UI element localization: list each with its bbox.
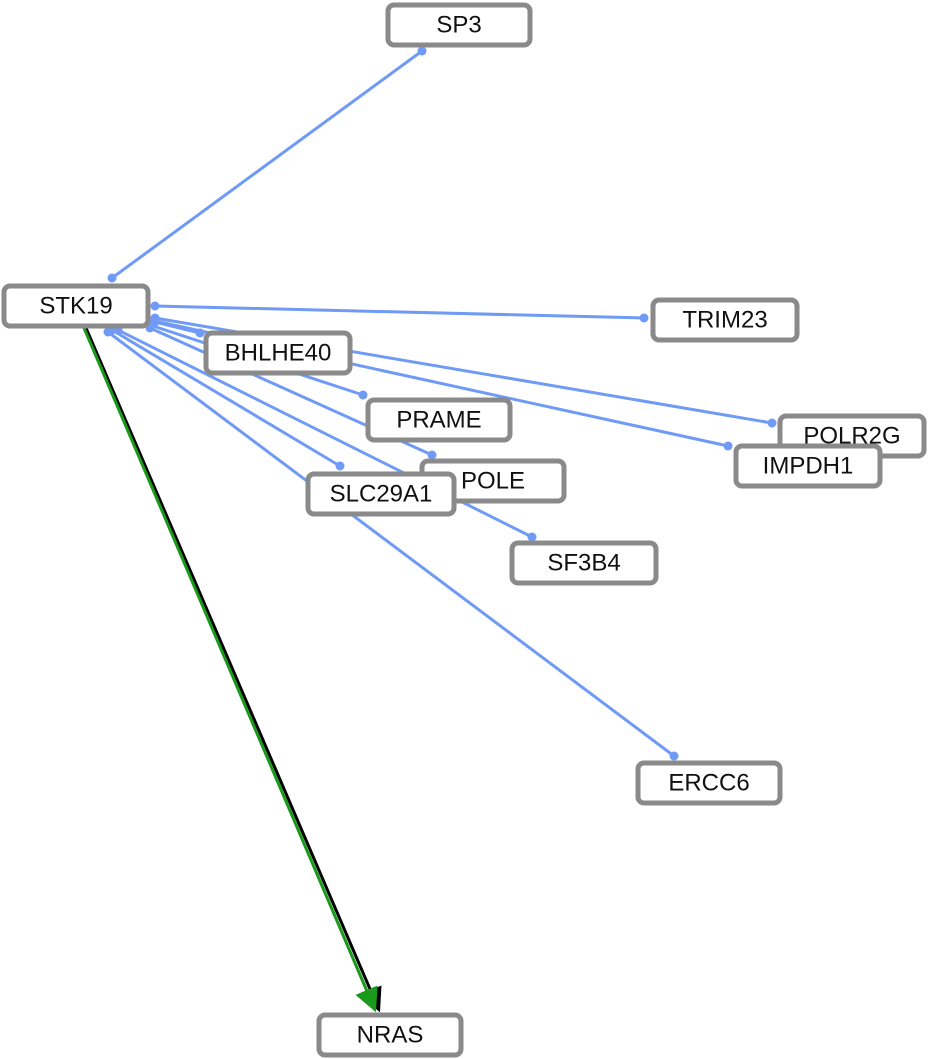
node-box (316, 1012, 464, 1058)
edge-endpoint-target-sf3b4 (527, 532, 537, 542)
node-ercc6[interactable]: ERCC6 (635, 760, 783, 806)
node-box (365, 397, 513, 443)
node-prame[interactable]: PRAME (365, 397, 513, 443)
edge-endpoint-target-ercc6 (669, 751, 679, 761)
edge-endpoint-target-pole (427, 450, 437, 460)
edge-endpoint-target-trim23 (639, 313, 649, 323)
node-box (1, 283, 151, 329)
node-label: ERCC6 (668, 769, 749, 796)
node-nras[interactable]: NRAS (316, 1012, 464, 1058)
node-label: NRAS (357, 1021, 424, 1048)
edge-layer (82, 46, 777, 1013)
edge-stk19-nras-black (84, 327, 382, 1013)
edge-endpoint-target-sp3 (417, 46, 427, 56)
edge-stk19-slc29a1 (111, 328, 341, 468)
edge-endpoint-target-impdh1 (723, 441, 733, 451)
node-box (650, 297, 800, 343)
edge-endpoint-source-sp3 (107, 273, 117, 283)
node-label: POLE (461, 467, 525, 494)
node-box (733, 443, 883, 489)
node-bhlhe40[interactable]: BHLHE40 (203, 330, 353, 376)
node-pole[interactable]: POLE (419, 458, 567, 504)
node-impdh1[interactable]: IMPDH1 (733, 443, 883, 489)
node-label: IMPDH1 (763, 452, 854, 479)
node-label: STK19 (39, 292, 112, 319)
edge-endpoint-target-slc29a1 (335, 461, 345, 471)
node-label: SP3 (436, 11, 481, 38)
node-label: PRAME (396, 406, 481, 433)
node-sf3b4[interactable]: SF3B4 (509, 540, 659, 586)
node-box (509, 540, 659, 586)
edge-stk19-ercc6 (107, 330, 675, 758)
node-slc29a1[interactable]: SLC29A1 (305, 471, 457, 517)
node-box (203, 330, 353, 376)
edge-stk19-sp3 (111, 49, 423, 280)
edge-endpoint-target-polr2g (767, 418, 777, 428)
node-box (385, 2, 533, 48)
node-label: TRIM23 (682, 306, 767, 333)
edge-stk19-trim23 (154, 304, 645, 320)
edge-endpoint-target-prame (358, 390, 368, 400)
edge-endpoint-source-ercc6 (103, 327, 113, 337)
node-label: SF3B4 (547, 549, 620, 576)
node-trim23[interactable]: TRIM23 (650, 297, 800, 343)
node-box (305, 471, 457, 517)
node-stk19[interactable]: STK19 (1, 283, 151, 329)
edge-stk19-nras-green (82, 327, 378, 1013)
node-box (635, 760, 783, 806)
node-label: SLC29A1 (330, 480, 433, 507)
edge-endpoint-source-trim23 (150, 301, 160, 311)
node-sp3[interactable]: SP3 (385, 2, 533, 48)
node-label: BHLHE40 (225, 339, 332, 366)
